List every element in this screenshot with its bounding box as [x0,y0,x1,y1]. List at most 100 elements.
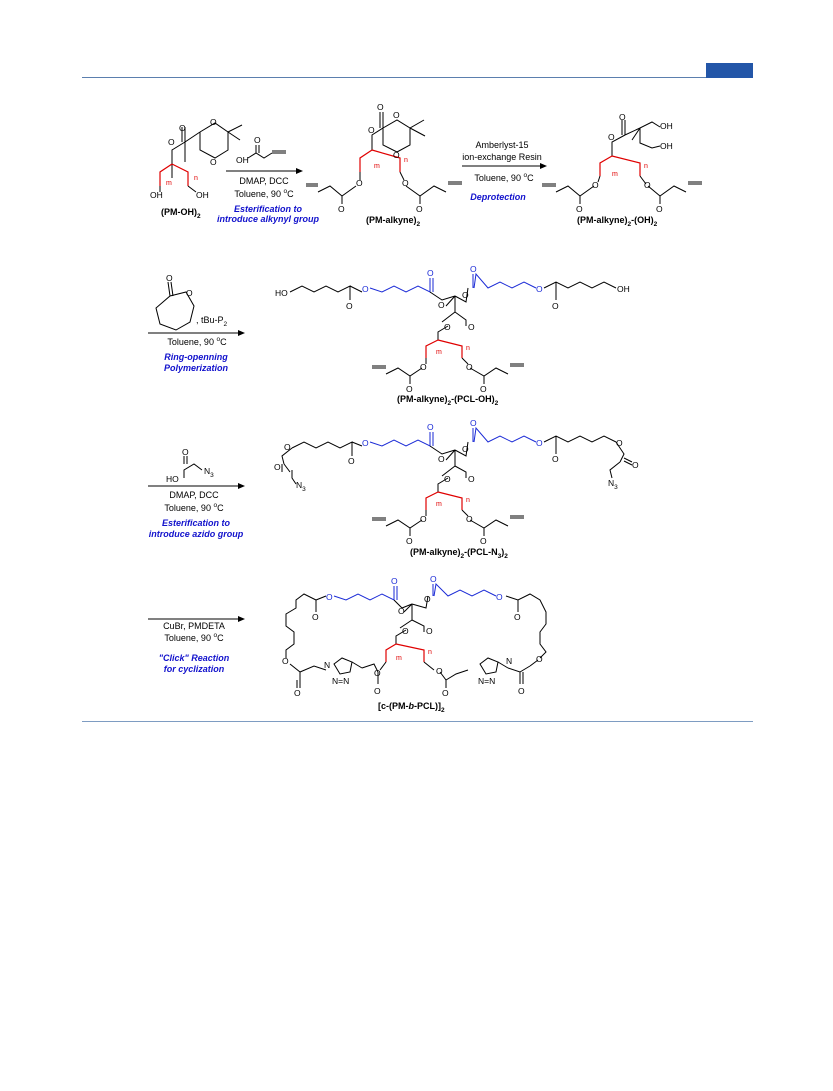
atom-o: O [436,666,443,676]
atom-o-pcl: O [536,438,543,448]
cyclic-product-structure [285,582,547,688]
atom-o-pcl: O [470,418,477,428]
atom-o-pcl: O [391,576,398,586]
atom-o-pcl: O [536,284,543,294]
step3-note: Ring-openning [164,352,228,362]
subscript-m: m [166,180,172,187]
atom-o: O [444,474,451,484]
step4-note: Esterification to [162,518,231,528]
atom-o: O [552,454,559,464]
reagent-n3: N3 [204,466,214,479]
atom-o: O [438,454,445,464]
atom-o: O [210,117,217,127]
atom-o: O [420,514,427,524]
atom-o: O [619,112,626,122]
atom-o: O [282,656,289,666]
subscript-m: m [374,163,380,170]
atom-o: O [442,688,449,698]
atom-o-pcl: O [326,592,333,602]
atom-o: O [462,444,469,454]
step4-note: introduce azido group [149,529,244,539]
atom-o-pcl: O [496,592,503,602]
pcl-oh-structure [289,272,617,384]
step2-condition: Amberlyst-15 [475,140,528,150]
step5-note: "Click" Reaction [159,653,230,663]
atom-n: N [324,660,330,670]
atom-o: O [480,536,487,546]
atom-o: O [166,273,173,283]
atom-oh: OH [617,284,630,294]
atom-o: O [616,438,623,448]
azidoacetic-acid-structure [183,456,203,478]
compound-label-pcl-n3: (PM-alkyne)2-(PCL-N3)2 [410,547,508,560]
atom-o-pcl: O [427,268,434,278]
step4-condition: Toluene, 90 oC [164,502,224,513]
atom-o: O [480,384,487,394]
atom-o: O [468,474,475,484]
atom-oh: OH [660,121,673,131]
compound-label-pm-alkyne: (PM-alkyne)2 [366,215,421,228]
atom-oh: OH [196,190,209,200]
atom-ho: HO [275,288,288,298]
subscript-m: m [396,655,402,662]
step5-condition: CuBr, PMDETA [163,621,225,631]
atom-o: O [312,612,319,622]
subscript-n: n [194,175,198,182]
subscript-m: m [612,171,618,178]
atom-o: O [466,514,473,524]
atom-o: O [346,301,353,311]
step5-condition: Toluene, 90 oC [164,632,224,643]
atom-o-pcl: O [470,264,477,274]
atom-o: O [210,157,217,167]
step1-note: Esterification to [234,204,303,214]
step2-note: Deprotection [470,192,526,202]
atom-o: O [518,686,525,696]
step5-arrowhead [238,616,245,622]
step3-catalyst: , tBu-P2 [196,315,228,328]
atom-o: O [468,322,475,332]
step3-note: Polymerization [164,363,229,373]
atom-oh: OH [150,190,163,200]
atom-o: O [402,626,409,636]
atom-o-pcl: O [362,438,369,448]
atom-o: O [402,178,409,188]
header-tab [706,63,753,78]
step5-note: for cyclization [164,664,225,674]
atom-o: O [552,301,559,311]
step2-arrowhead [540,163,547,169]
subscript-n: n [644,163,648,170]
atom-o: O [462,290,469,300]
atom-o: O [420,362,427,372]
atom-n-eq: N=N [332,676,349,686]
atom-o: O [514,612,521,622]
caprolactone-structure [155,281,195,331]
compound-label-pcl-oh: (PM-alkyne)2-(PCL-OH)2 [397,394,499,407]
subscript-n: n [404,157,408,164]
atom-o: O [284,442,291,452]
atom-o-pcl: O [362,284,369,294]
step1-arrowhead [296,168,303,174]
atom-o: O [294,688,301,698]
atom-n3: N3 [296,480,306,493]
compound-label-cyclic: [c-(PM-b-PCL)]2 [378,701,445,714]
reagent-oh: OH [236,155,249,165]
subscript-m: m [436,501,442,508]
step3-arrowhead [238,330,245,336]
atom-o: O [338,204,345,214]
reagent-ho: HO [166,474,179,484]
subscript-n: n [466,345,470,352]
atom-o: O [444,322,451,332]
step1-reagent-structure [247,145,286,159]
atom-o: O [592,180,599,190]
subscript-n: n [428,649,432,656]
subscript-m: m [436,349,442,356]
step4-condition: DMAP, DCC [169,490,219,500]
atom-o: O [368,125,375,135]
atom-o: O [656,204,663,214]
atom-o: O [406,536,413,546]
atom-o: O [374,668,381,678]
atom-n: N [506,656,512,666]
atom-n3: N3 [608,478,618,491]
atom-o: O [608,132,615,142]
